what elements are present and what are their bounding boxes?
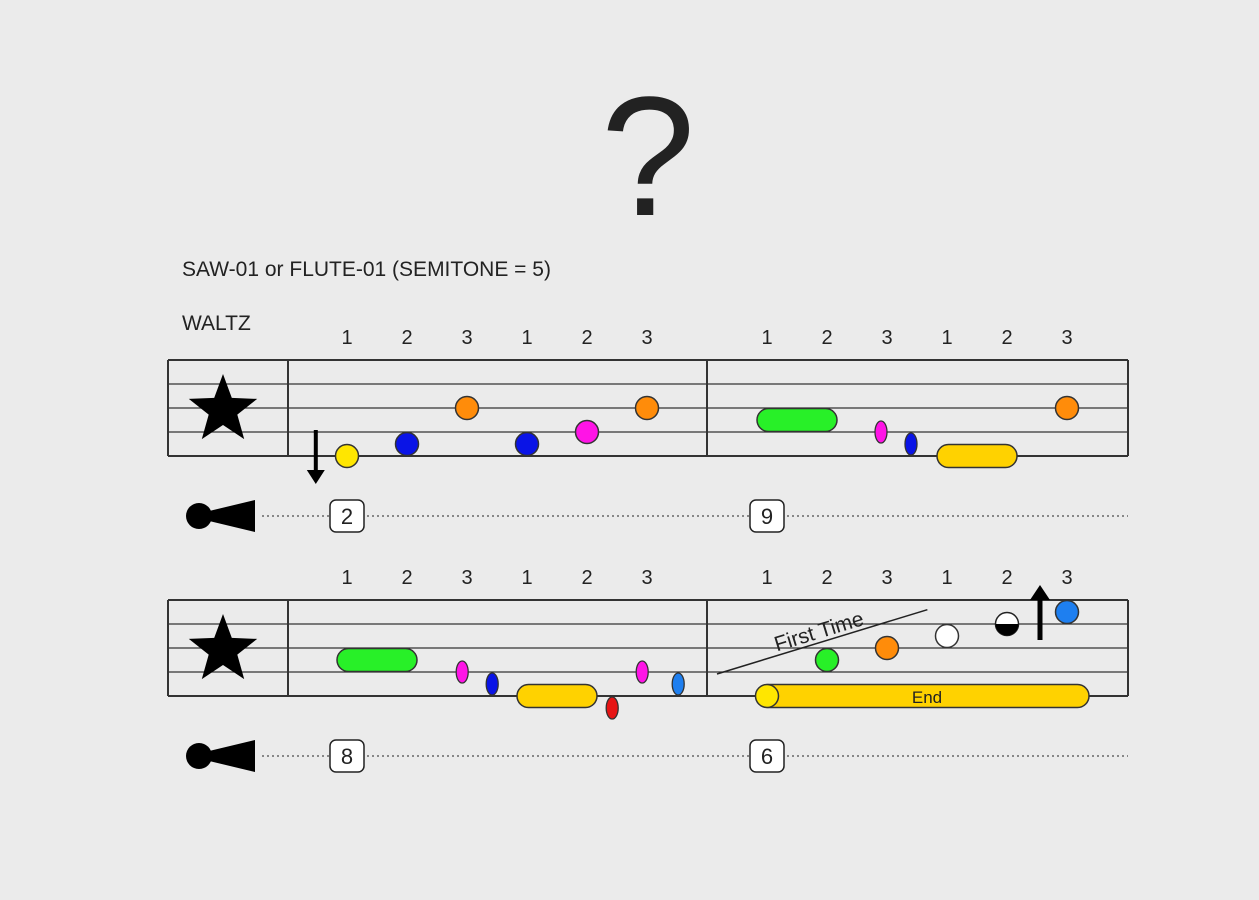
first-time-label: First Time (772, 607, 867, 656)
beat-number: 2 (1001, 567, 1012, 589)
orange-note (874, 635, 900, 661)
yellow-note (334, 443, 360, 469)
beat-number: 2 (401, 327, 412, 349)
orange-note (1054, 395, 1080, 421)
style-label: WALTZ (182, 312, 251, 335)
beat-number: 3 (881, 567, 892, 589)
gold-long-note (516, 683, 598, 709)
skyblue-note (1054, 599, 1080, 625)
blue-short-note (485, 672, 499, 696)
megaphone-bulb (186, 743, 212, 769)
magenta-short-note (455, 660, 469, 684)
arrow-down-head (306, 470, 325, 484)
star-icon (188, 374, 258, 440)
green-note (814, 647, 840, 673)
megaphone-bulb (186, 503, 212, 529)
arrow-up-head (1030, 585, 1050, 600)
volume-marker-value: 8 (341, 744, 353, 769)
beat-number: 2 (1001, 327, 1012, 349)
skyblue-short-note (671, 672, 685, 696)
beat-number: 1 (521, 567, 532, 589)
megaphone-horn (205, 500, 255, 532)
beat-number: 1 (941, 567, 952, 589)
blue-short-note (904, 432, 918, 456)
end-label: End (912, 688, 942, 707)
title-question-mark: ? (601, 62, 696, 252)
staff-row-1: 1 2 3 1 2 3 1 2 3 1 2 3 2 9 (167, 327, 1129, 533)
magenta-note (574, 419, 600, 445)
green-long-note (336, 647, 418, 673)
beat-number: 3 (881, 327, 892, 349)
instrument-line: SAW-01 or FLUTE-01 (SEMITONE = 5) (182, 258, 551, 281)
magenta-short-note (874, 420, 888, 444)
beat-number: 1 (941, 327, 952, 349)
gold-long-note (936, 443, 1018, 469)
half-filled-note-fill (995, 624, 1019, 636)
beat-number: 2 (581, 567, 592, 589)
white-note (934, 623, 960, 649)
red-short-note (605, 696, 619, 720)
beat-number: 1 (341, 327, 352, 349)
beat-number: 3 (461, 327, 472, 349)
beat-number: 3 (641, 567, 652, 589)
beat-number: 1 (761, 327, 772, 349)
megaphone-icon (186, 740, 255, 772)
volume-marker-box (749, 499, 785, 533)
megaphone-icon (186, 500, 255, 532)
yellow-note (754, 683, 780, 709)
green-long-note (756, 407, 838, 433)
beat-number: 3 (1061, 567, 1072, 589)
volume-marker-value: 9 (761, 504, 773, 529)
volume-marker-box (749, 739, 785, 773)
megaphone-horn (205, 740, 255, 772)
magenta-short-note (635, 660, 649, 684)
volume-marker-box (329, 499, 365, 533)
beat-number: 1 (521, 327, 532, 349)
orange-note (454, 395, 480, 421)
beat-number: 3 (641, 327, 652, 349)
beat-number: 2 (821, 567, 832, 589)
beat-number: 1 (761, 567, 772, 589)
beat-number: 2 (401, 567, 412, 589)
blue-note (394, 431, 420, 457)
blue-note (514, 431, 540, 457)
beat-number: 1 (341, 567, 352, 589)
volume-marker-value: 6 (761, 744, 773, 769)
orange-note (634, 395, 660, 421)
beat-number: 3 (1061, 327, 1072, 349)
volume-marker-value: 2 (341, 504, 353, 529)
first-time-underline (716, 608, 928, 675)
beat-number: 2 (821, 327, 832, 349)
star-icon (188, 614, 258, 680)
volume-marker-box (329, 739, 365, 773)
beat-number: 3 (461, 567, 472, 589)
beat-number: 2 (581, 327, 592, 349)
